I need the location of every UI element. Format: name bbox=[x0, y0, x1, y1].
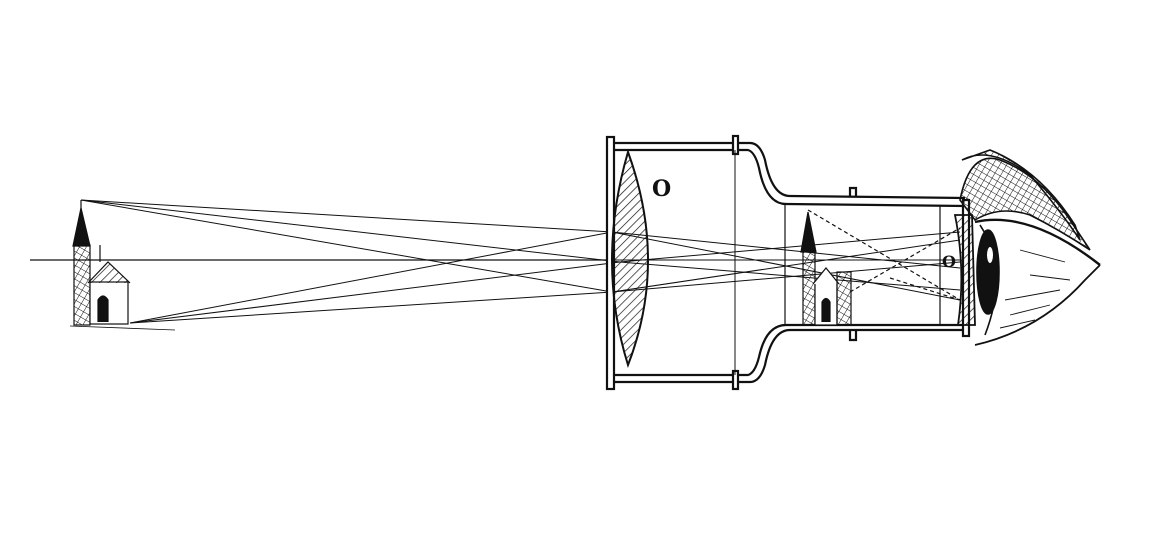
distant-church bbox=[69, 200, 176, 331]
eye bbox=[959, 149, 1101, 346]
objective-lens bbox=[611, 148, 649, 369]
virtual-rays bbox=[807, 209, 961, 301]
objective-label: O bbox=[652, 176, 671, 202]
light-rays bbox=[80, 199, 961, 324]
eyepiece-label: O bbox=[942, 252, 956, 271]
telescope-tube bbox=[605, 134, 971, 391]
eyepiece-lens bbox=[953, 214, 976, 326]
image-church bbox=[800, 211, 852, 326]
